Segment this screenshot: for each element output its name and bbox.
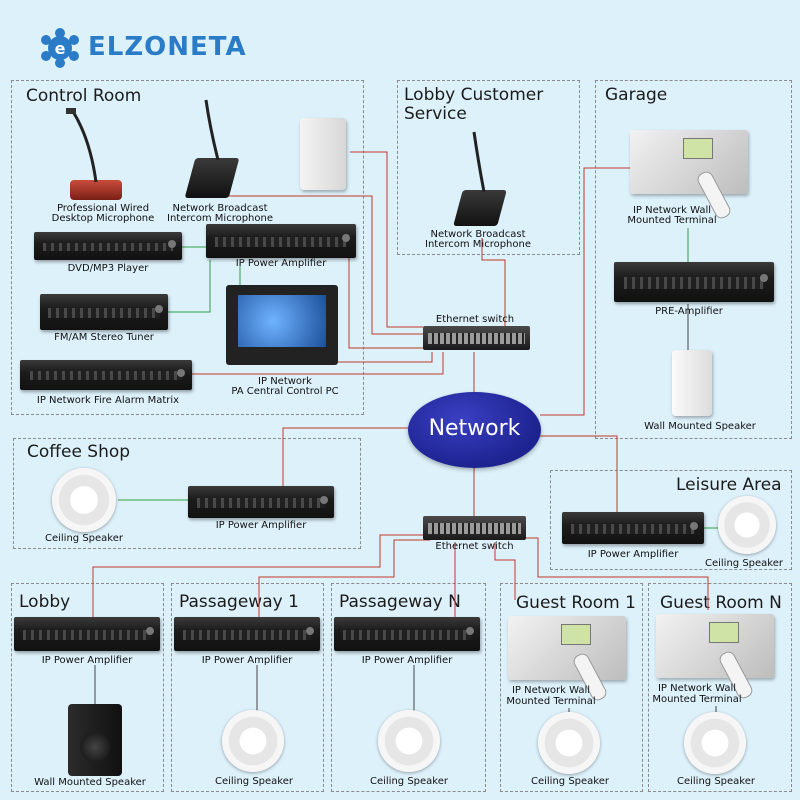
caption-lobby-cs-mic-2: Intercom Microphone — [425, 239, 531, 250]
fm-am-tuner — [40, 294, 168, 330]
caption-tuner: FM/AM Stereo Tuner — [54, 332, 154, 343]
caption-passN-speaker: Ceiling Speaker — [369, 776, 448, 787]
caption-lobby-cs-mic-1: Network Broadcast — [430, 229, 526, 240]
caption-pc-2: PA Central Control PC — [231, 386, 339, 397]
caption-pass1-speaker: Ceiling Speaker — [214, 776, 293, 787]
caption-passN-amp: IP Power Amplifier — [361, 655, 453, 666]
caption-guestN-terminal-2: Mounted Terminal — [652, 694, 742, 705]
zone-title-lobby-cs-1: Lobby Customer — [404, 85, 544, 105]
ip-power-amplifier-passageway-1 — [174, 617, 320, 651]
caption-lobby-speaker: Wall Mounted Speaker — [34, 777, 146, 788]
lobby-speaker-woofer — [80, 732, 110, 762]
caption-switch-top: Ethernet switch — [435, 314, 515, 325]
zone-title-lobby-cs-2: Service — [404, 104, 467, 124]
ethernet-switch-bottom — [423, 516, 526, 540]
caption-intercom-mic-2: Intercom Microphone — [167, 213, 273, 224]
ip-power-amplifier-coffee — [188, 486, 334, 518]
ceiling-speaker-guest-room-1 — [538, 712, 600, 774]
ceiling-speaker-guest-room-n — [684, 712, 746, 774]
network-label: Network — [428, 416, 521, 441]
svg-text:e: e — [55, 39, 66, 58]
caption-lobby-amp: IP Power Amplifier — [41, 655, 133, 666]
ip-power-amplifier-control-room — [206, 224, 356, 258]
wall-terminal-guest-room-n — [656, 614, 774, 678]
caption-guestN-terminal-1: IP Network Wall — [657, 683, 737, 694]
desktop-mic-gooseneck-icon — [66, 108, 98, 183]
caption-desktop-mic-2: Desktop Microphone — [51, 213, 155, 224]
caption-guestN-speaker: Ceiling Speaker — [676, 776, 755, 787]
caption-switch-bottom: Ethernet switch — [435, 541, 514, 552]
caption-pre-amplifier: PRE-Amplifier — [655, 306, 723, 317]
caption-garage-terminal-2: Mounted Terminal — [627, 215, 717, 226]
ethernet-switch-top — [423, 326, 530, 350]
pc-screen — [238, 295, 326, 347]
zone-title-passageway-n: Passageway N — [339, 592, 461, 612]
ip-power-amplifier-passageway-n — [334, 617, 480, 651]
fire-alarm-matrix — [20, 360, 192, 390]
caption-guest1-terminal-1: IP Network Wall — [511, 685, 591, 696]
caption-leisure-speaker: Ceiling Speaker — [704, 558, 783, 569]
wall-speaker-garage — [672, 350, 712, 416]
ceiling-speaker-passageway-1 — [222, 710, 284, 772]
ceiling-speaker-passageway-n — [378, 710, 440, 772]
ip-power-amplifier-leisure — [562, 512, 704, 544]
zone-title-garage: Garage — [605, 85, 668, 105]
caption-desktop-mic-1: Professional Wired — [56, 203, 150, 214]
zone-title-guest-room-n: Guest Room N — [660, 593, 782, 613]
desktop-microphone — [70, 180, 122, 200]
ip-power-amplifier-lobby — [14, 617, 160, 651]
network-cloud — [408, 392, 541, 468]
caption-dvd: DVD/MP3 Player — [67, 263, 149, 274]
logo-icon: e — [41, 28, 79, 68]
zone-title-guest-room-1: Guest Room 1 — [516, 593, 636, 613]
caption-pc-1: IP Network — [258, 376, 312, 387]
zone-lobby — [11, 583, 164, 792]
zone-title-coffee-shop: Coffee Shop — [27, 442, 131, 462]
caption-intercom-mic-1: Network Broadcast — [172, 203, 268, 214]
ceiling-speaker-leisure — [718, 496, 776, 554]
caption-garage-speaker: Wall Mounted Speaker — [644, 421, 756, 432]
brand-name: ELZONETA — [88, 32, 247, 62]
wall-terminal-guest-room-1 — [508, 616, 626, 680]
caption-guest1-speaker: Ceiling Speaker — [530, 776, 609, 787]
caption-amp-control-room: IP Power Amplifier — [235, 258, 327, 269]
caption-coffee-amp: IP Power Amplifier — [215, 520, 307, 531]
pc-monitor — [226, 285, 338, 365]
caption-guest1-terminal-2: Mounted Terminal — [506, 696, 596, 707]
zone-title-passageway-1: Passageway 1 — [179, 592, 299, 612]
wall-speaker-lobby — [68, 704, 122, 776]
zone-title-leisure-area: Leisure Area — [676, 475, 782, 495]
brand-logo: e — [38, 28, 82, 68]
ceiling-speaker-coffee — [52, 468, 116, 532]
caption-leisure-amp: IP Power Amplifier — [587, 549, 679, 560]
caption-garage-terminal-1: IP Network Wall — [632, 205, 712, 216]
wall-terminal-garage — [630, 130, 748, 194]
zone-title-control-room: Control Room — [26, 86, 142, 106]
dvd-player — [34, 232, 182, 260]
lobby-cs-mic-gooseneck-icon — [472, 131, 486, 193]
caption-pass1-amp: IP Power Amplifier — [201, 655, 293, 666]
intercom-mic-gooseneck-icon — [204, 99, 220, 161]
pre-amplifier — [614, 262, 774, 302]
caption-fire: IP Network Fire Alarm Matrix — [36, 395, 180, 406]
zone-title-lobby: Lobby — [19, 592, 71, 612]
caption-coffee-speaker: Ceiling Speaker — [44, 533, 123, 544]
zone-guest-room-n — [648, 583, 792, 792]
wall-speaker-control-room — [300, 118, 346, 190]
